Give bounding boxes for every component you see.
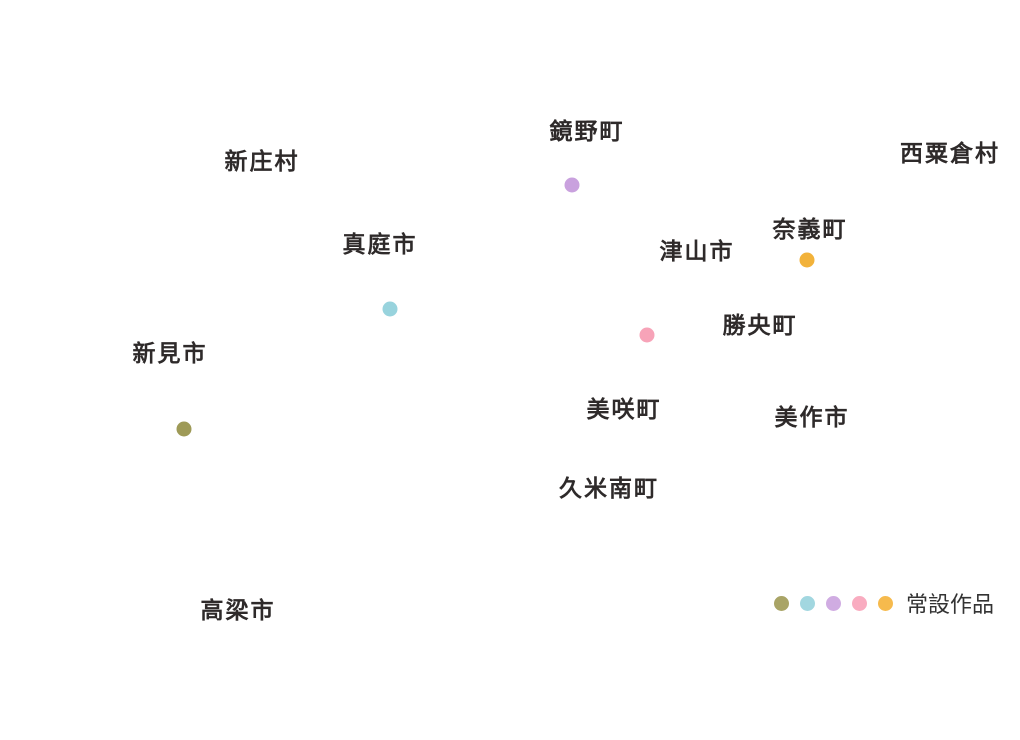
legend-dot-cyan — [800, 595, 815, 611]
place-label-shoo: 勝央町 — [722, 313, 798, 339]
place-label-takahashi: 高梁市 — [200, 598, 276, 624]
legend-dot-orange — [878, 595, 893, 611]
place-label-nagi: 奈義町 — [772, 217, 848, 243]
place-label-mimasaka: 美作市 — [774, 405, 850, 431]
place-label-kagamino: 鏡野町 — [549, 119, 625, 145]
marker-kagamino[interactable] — [564, 177, 580, 193]
marker-nagi[interactable] — [799, 252, 815, 268]
marker-niimi[interactable] — [176, 421, 192, 437]
place-label-maniwa: 真庭市 — [342, 232, 418, 258]
place-label-nishiawakura: 西粟倉村 — [900, 141, 1000, 167]
place-label-kumenan: 久米南町 — [559, 476, 659, 502]
legend-dot-olive — [774, 595, 789, 611]
legend-dot-purple — [826, 595, 841, 611]
legend-dot-pink — [852, 595, 867, 611]
place-label-niimi: 新見市 — [132, 341, 208, 367]
marker-maniwa[interactable] — [382, 301, 398, 317]
place-label-misaki: 美咲町 — [586, 397, 662, 423]
place-label-tsuyama: 津山市 — [659, 239, 735, 265]
legend-label: 常設作品 — [906, 593, 995, 618]
place-label-shinjo: 新庄村 — [224, 149, 300, 175]
legend: 常設作品 — [774, 590, 995, 618]
marker-shoo[interactable] — [639, 327, 655, 343]
